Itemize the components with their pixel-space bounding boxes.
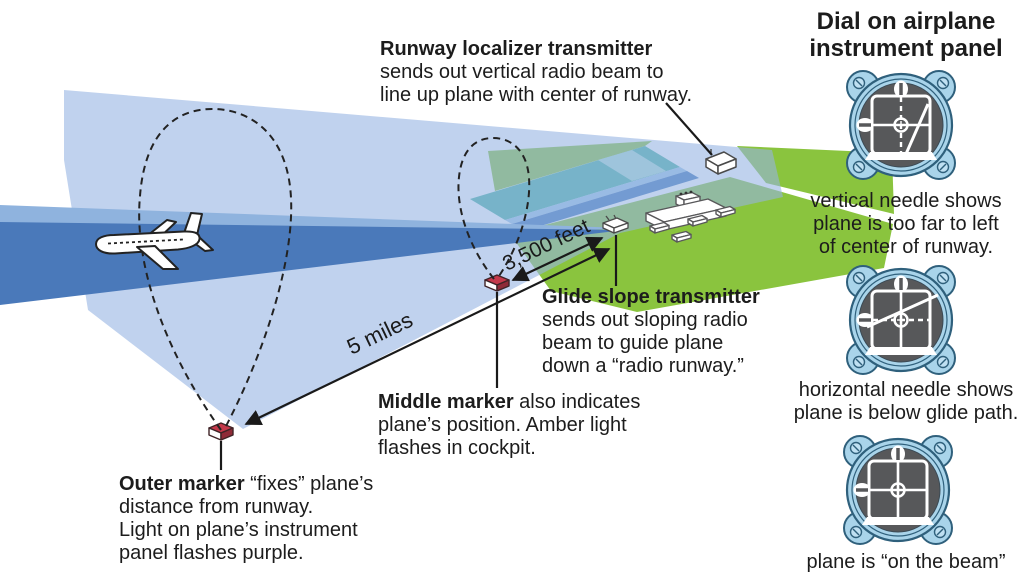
vehicle-box [687,214,708,227]
annotation-outer-marker: Outer marker “fixes” plane’s distance fr… [119,473,419,565]
panel-heading: Dial on airplane instrument panel [809,8,1003,62]
annotation-title: Middle marker also indicates [378,391,641,413]
dial3-caption: plane is “on the beam” [806,551,1006,573]
vehicle-box [715,205,736,218]
annotation-title: Runway localizer transmitter [380,38,653,60]
localizer-leader-line [665,102,713,156]
outer-marker-icon [208,422,234,441]
dial2-caption: horizontal needle shows plane is below g… [793,379,1019,424]
annotation-title: Glide slope transmitter [542,286,760,308]
measure-arrows [219,102,713,470]
airplane-icon [95,212,214,270]
dial-on-the-beam [842,434,954,546]
annotation-middle-marker: Middle marker also indicates plane’s pos… [378,391,678,460]
vehicle-box [671,230,692,243]
dial-localizer-needle [845,69,957,181]
annotation-title: Outer marker “fixes” plane’s [119,473,374,495]
annotation-glide-slope: Glide slope transmitter sends out slopin… [542,286,792,378]
localizer-transmitter-icon [705,149,737,175]
vehicle-box [649,221,670,234]
dial1-caption: vertical needle shows plane is too far t… [810,190,1002,258]
glide-slope-transmitter-icon [602,214,629,234]
airport-buildings [645,190,736,243]
annotation-runway-localizer: Runway localizer transmitter sends out v… [380,38,715,107]
middle-marker-cone [457,136,531,280]
horizontal-needle [866,293,939,329]
feet-3500-arrow [511,236,604,282]
dial-glide-slope-needle [845,264,957,376]
vertical-needle [904,103,930,155]
